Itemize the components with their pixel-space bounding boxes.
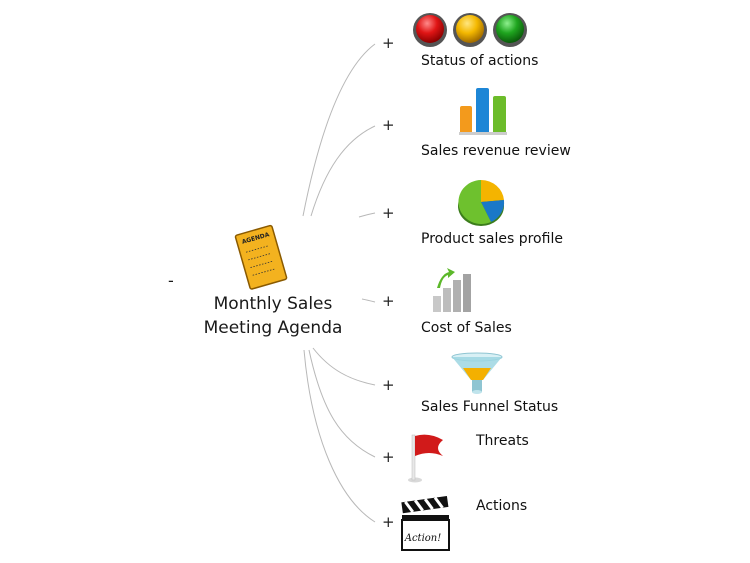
expand-toggle-actions[interactable]: + bbox=[382, 513, 395, 531]
expand-toggle-product-sales-profile[interactable]: + bbox=[382, 204, 395, 222]
collapse-toggle[interactable]: - bbox=[168, 271, 174, 290]
branch-label-threats[interactable]: Threats bbox=[476, 433, 529, 449]
connector-cost-of-sales bbox=[361, 298, 376, 303]
expand-toggle-status-of-actions[interactable]: + bbox=[382, 34, 395, 52]
branch-label-sales-revenue-review[interactable]: Sales revenue review bbox=[421, 143, 571, 159]
connector-sales-funnel bbox=[312, 347, 376, 386]
connector-threats bbox=[308, 349, 376, 458]
expand-toggle-cost-of-sales[interactable]: + bbox=[382, 292, 395, 310]
connector-sales-revenue bbox=[310, 125, 376, 217]
central-topic-line1: Monthly Sales bbox=[213, 294, 333, 314]
expand-toggle-threats[interactable]: + bbox=[382, 448, 395, 466]
pie-chart-icon bbox=[458, 179, 505, 226]
branch-label-actions[interactable]: Actions bbox=[476, 498, 528, 514]
bar-chart-icon bbox=[459, 88, 507, 135]
growth-chart-icon bbox=[433, 268, 471, 312]
branch-label-sales-funnel-status[interactable]: Sales Funnel Status bbox=[421, 399, 559, 415]
branch-label-product-sales-profile[interactable]: Product sales profile bbox=[421, 231, 563, 247]
red-flag-icon bbox=[408, 434, 443, 483]
central-topic-line2: Meeting Agenda bbox=[203, 318, 343, 338]
branch-label-status-of-actions[interactable]: Status of actions bbox=[421, 53, 539, 69]
central-topic[interactable]: Monthly Sales Meeting Agenda bbox=[192, 292, 354, 340]
expand-toggle-sales-funnel-status[interactable]: + bbox=[382, 376, 395, 394]
funnel-icon bbox=[451, 352, 503, 394]
connector-actions bbox=[303, 349, 376, 523]
traffic-lights-icon bbox=[413, 13, 527, 47]
connector-status-of-actions bbox=[302, 43, 376, 217]
connector-product-sales bbox=[358, 212, 376, 218]
clapperboard-text: Action! bbox=[404, 533, 442, 544]
clapperboard-icon: Action! bbox=[401, 496, 450, 551]
agenda-notepad-icon: AGENDA bbox=[234, 224, 288, 290]
branch-label-cost-of-sales[interactable]: Cost of Sales bbox=[421, 320, 512, 336]
expand-toggle-sales-revenue-review[interactable]: + bbox=[382, 116, 395, 134]
